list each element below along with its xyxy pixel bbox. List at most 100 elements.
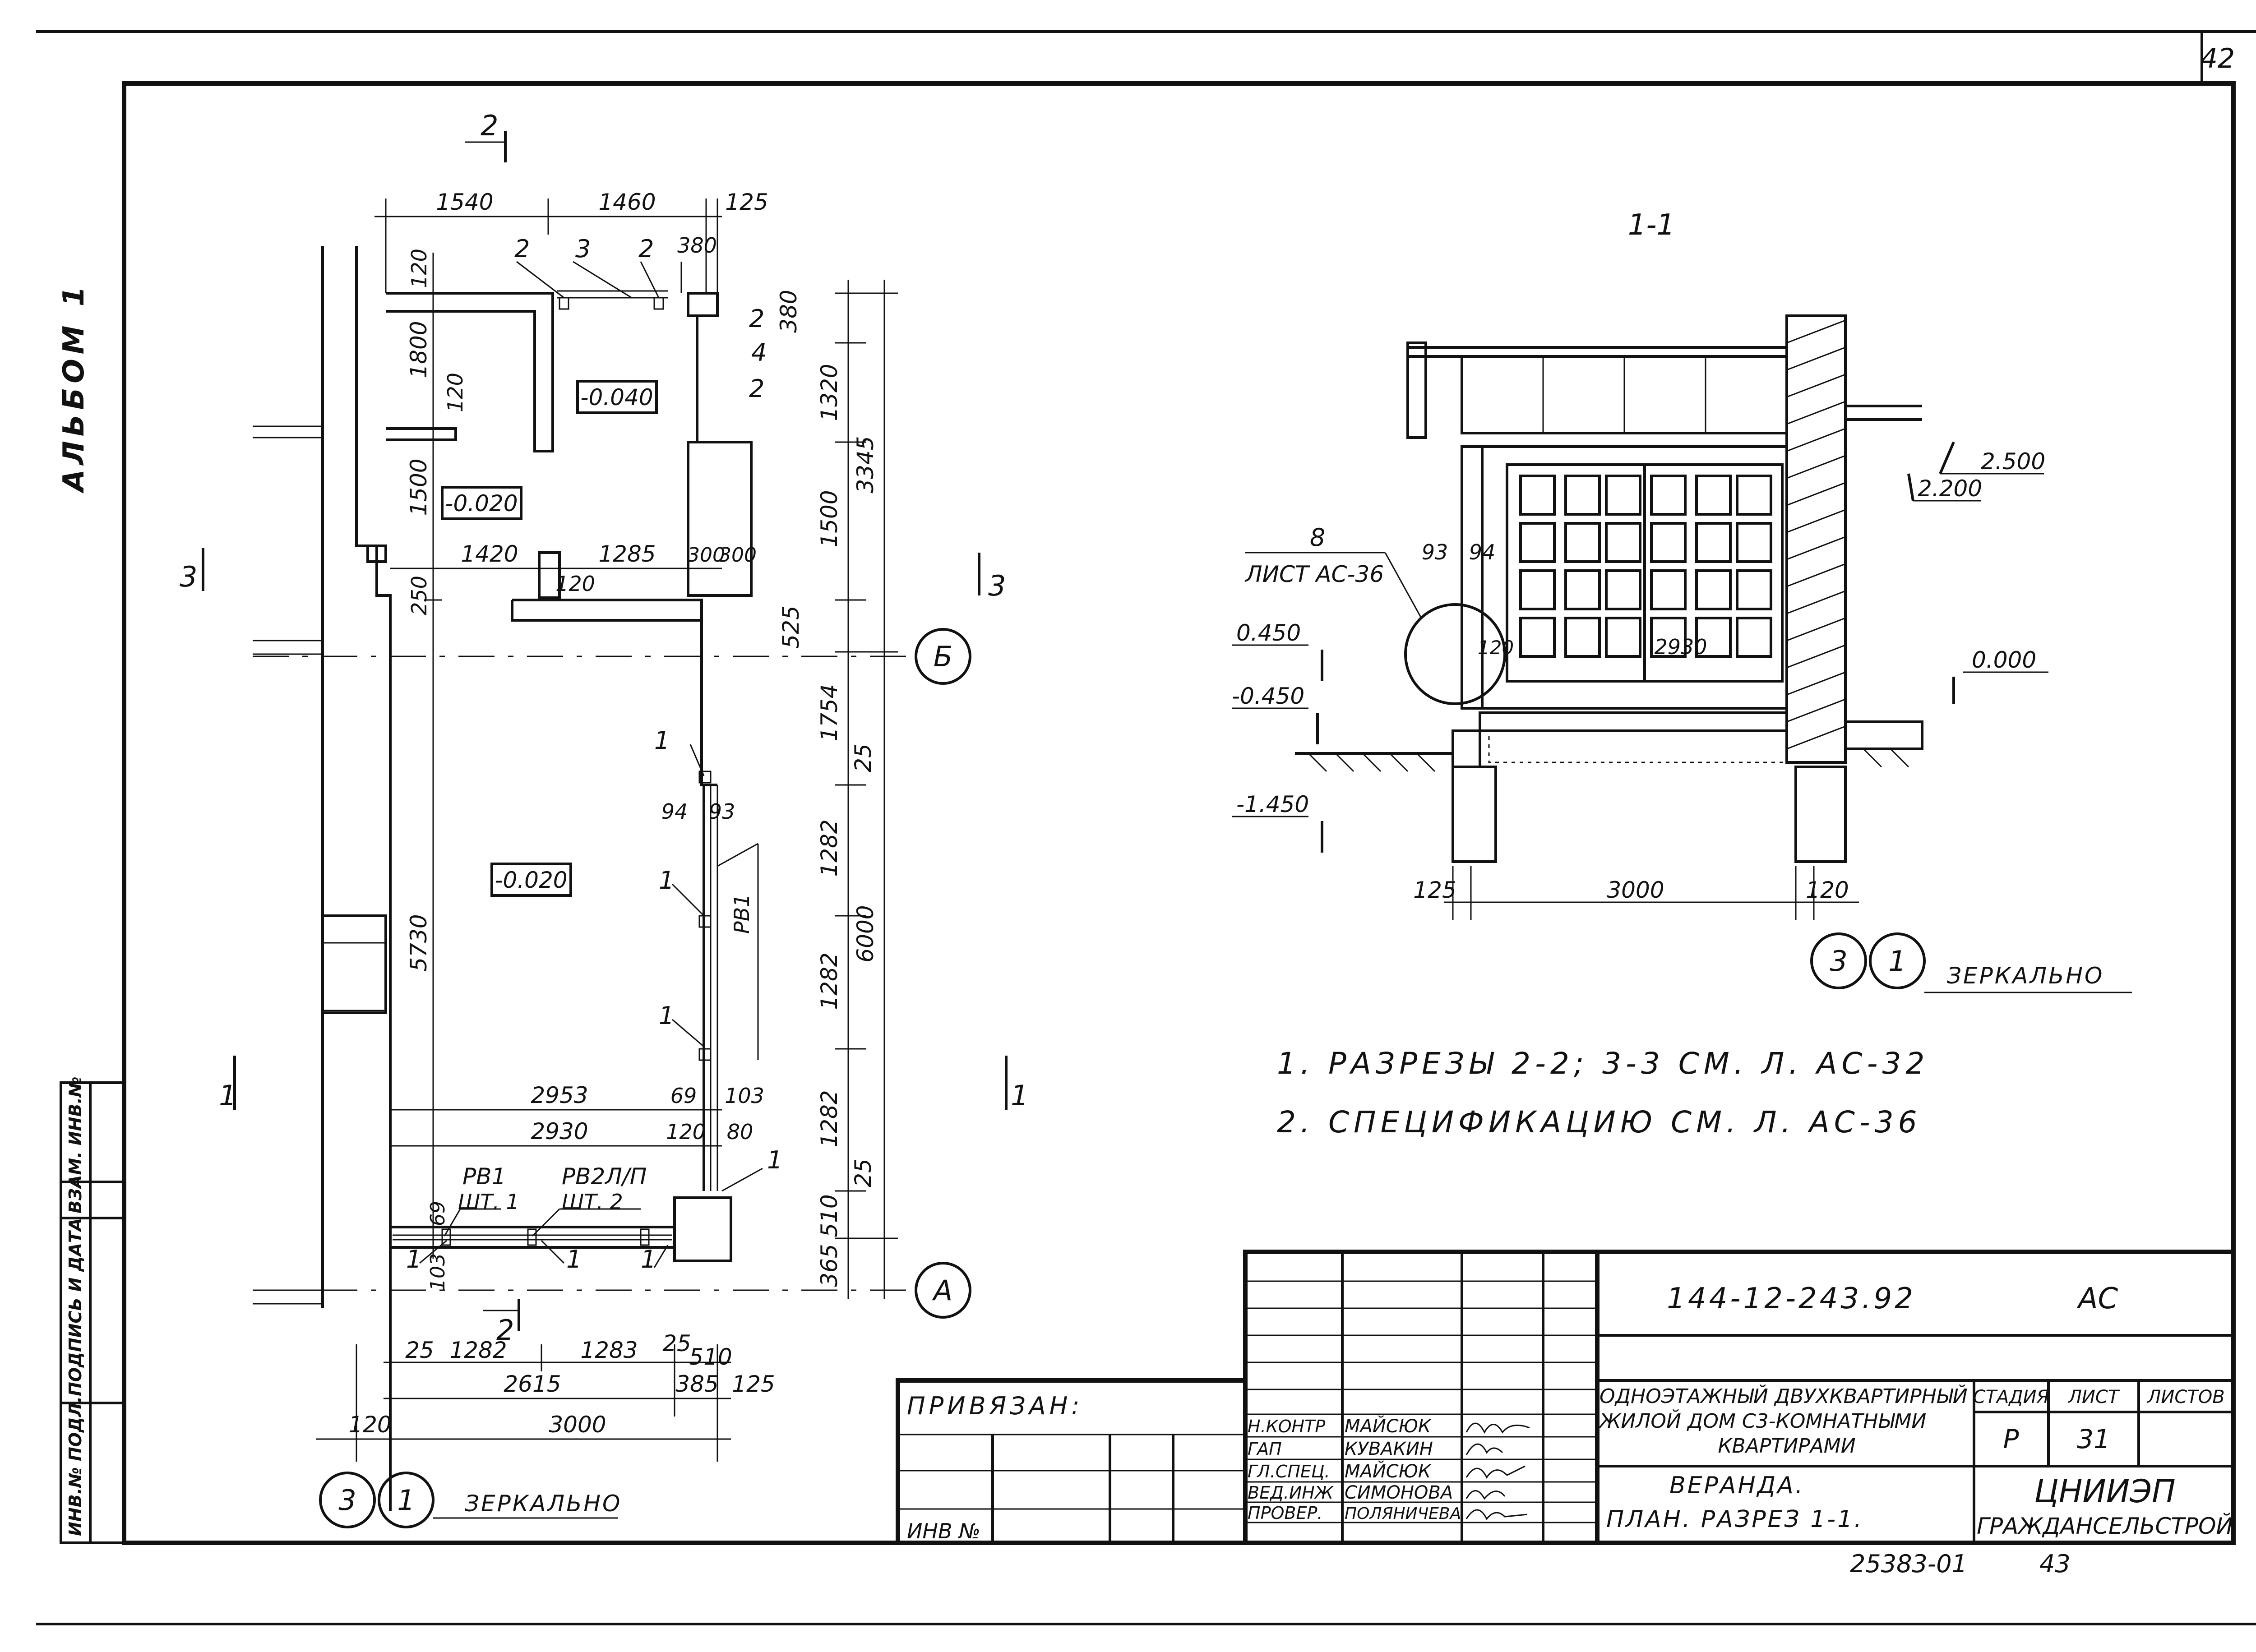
section-node-ref [1810, 932, 2132, 993]
plan-node-b: 1 [397, 1484, 415, 1517]
level-2: -0.020 [445, 490, 518, 517]
dim-int-1285: 1285 [598, 541, 656, 567]
section-body [1295, 314, 1923, 863]
sec-dim-94: 94 [1469, 540, 1496, 564]
role-gap: ГАП [1248, 1439, 1282, 1459]
plan-dim-internal [390, 262, 722, 1147]
level-2200: 2.200 [1918, 475, 1982, 502]
axis-a-label: А [932, 1274, 952, 1307]
sheet-line-2: ПЛАН. РАЗРЕЗ 1-1. [1606, 1506, 1863, 1533]
sec-dim-120b: 120 [1806, 877, 1849, 903]
dim-bottom-1283: 1283 [580, 1337, 638, 1363]
dim-left-250: 250 [407, 576, 431, 615]
dim-right-1320: 1320 [816, 364, 842, 421]
dim-right-25a: 25 [850, 743, 876, 772]
window-rv1-qty: ШТ. 1 [458, 1190, 519, 1214]
dim-right-1754: 1754 [816, 684, 842, 741]
org-line-1: ЦНИИЭП [2034, 1473, 2175, 1510]
axis-b-bubble: Б [915, 628, 971, 685]
marker-1g: 1 [641, 1245, 656, 1274]
dim-top-1540: 1540 [436, 189, 493, 215]
side-stamp [60, 1081, 125, 1544]
section-node-a: 3 [1830, 945, 1847, 978]
marker-4: 4 [751, 338, 767, 367]
role-ved-inzh: ВЕД.ИНЖ [1248, 1483, 1334, 1503]
note-1: 1. РАЗРЕЗЫ 2-2; 3-3 СМ. Л. АС-32 [1277, 1046, 1929, 1081]
window-rv1-code: РВ1 [462, 1163, 506, 1190]
dim-int-103: 103 [725, 1084, 764, 1108]
dim-bottom-2615: 2615 [504, 1371, 561, 1397]
dim-left-5730: 5730 [406, 914, 432, 971]
dim-right-3345: 3345 [852, 436, 878, 493]
dim-int-300a: 300 [687, 544, 725, 567]
dim-left-69: 69 [426, 1201, 449, 1226]
name-1: МАЙСЮК [1345, 1415, 1432, 1437]
name-5: ПОЛЯНИЧЕВА [1345, 1504, 1461, 1523]
dim-left-1800: 1800 [406, 321, 432, 378]
dim-bottom-510: 510 [689, 1344, 732, 1370]
stamp-signature-date: ПОДПИСЬ И ДАТА [65, 1218, 85, 1396]
dim-top-125: 125 [725, 189, 768, 215]
section-callout-leader [1384, 552, 1422, 618]
dim-int-69: 69 [670, 1084, 697, 1108]
window-mark-rv2 [532, 1208, 641, 1237]
plan-dim-top [374, 198, 722, 293]
window-rv2-qty: ШТ. 2 [562, 1190, 623, 1214]
marker-1b: 1 [659, 866, 674, 895]
section-callout-sheet: ЛИСТ АС-36 [1244, 561, 1384, 587]
cut-mark-2-bottom: 2 [496, 1314, 514, 1347]
project-line-3: КВАРТИРАМИ [1718, 1435, 1855, 1458]
level-minus-0450: -0.450 [1232, 683, 1304, 709]
plan-axis-lines [253, 655, 911, 1291]
dim-int-94: 94 [661, 799, 688, 824]
plan-dim-left [424, 253, 442, 1259]
sheet-header: ЛИСТ [2067, 1387, 2121, 1407]
section-level-marks [1232, 441, 2048, 853]
dim-left-120a: 120 [407, 249, 431, 288]
sheets-header: ЛИСТОВ [2146, 1387, 2224, 1407]
title-block-grid [896, 1250, 2236, 1545]
cut-mark-3-left: 3 [180, 560, 197, 593]
section-node-b: 1 [1888, 945, 1906, 978]
sec-dim-3000: 3000 [1607, 877, 1664, 903]
dim-right-1282a: 1282 [816, 819, 842, 877]
dim-bottom-125: 125 [732, 1371, 775, 1397]
role-prover: ПРОВЕР. [1248, 1503, 1322, 1523]
dim-bottom-3000: 3000 [549, 1412, 606, 1438]
dim-right-525: 525 [778, 605, 804, 648]
axis-b-label: Б [934, 640, 953, 673]
sheet-value: 31 [2077, 1424, 2110, 1454]
marker-1d: 1 [767, 1146, 782, 1174]
marker-1c: 1 [659, 1001, 674, 1030]
plan-dim-right [835, 280, 898, 1299]
dim-left-120b: 120 [443, 373, 467, 412]
axis-a-bubble: А [915, 1262, 971, 1319]
marker-1e: 1 [406, 1245, 421, 1274]
window-mark-rv1 [444, 1208, 501, 1237]
dim-bottom-1282: 1282 [449, 1337, 507, 1363]
album-label: АЛЬБОМ 1 [57, 282, 91, 494]
stamp-replaced-inv: ВЗАМ. ИНВ.№ [65, 1076, 85, 1214]
doc-code: 144-12-243.92 [1667, 1282, 1916, 1315]
level-2500: 2.500 [1981, 448, 2045, 475]
cut-mark-3-right: 3 [988, 569, 1006, 602]
note-2: 2. СПЕЦИФИКАЦИЮ СМ. Л. АС-36 [1277, 1105, 1922, 1140]
role-gl-spec: ГЛ.СПЕЦ. [1248, 1462, 1330, 1481]
role-n-kontr: Н.КОНТР [1248, 1417, 1325, 1436]
level-minus-1450: -1.450 [1236, 791, 1309, 817]
footer-code: 25383-01 [1850, 1550, 1967, 1578]
marker-2a: 2 [514, 235, 530, 263]
dim-int-80: 80 [727, 1120, 754, 1144]
plan-node-a: 3 [338, 1484, 356, 1517]
dim-right-25b: 25 [850, 1158, 876, 1187]
level-0000: 0.000 [1972, 647, 2036, 673]
dim-left-103: 103 [426, 1253, 449, 1291]
stamp-inv-original: ИНВ.№ ПОДЛ. [65, 1396, 85, 1536]
dim-bottom-385: 385 [675, 1371, 718, 1397]
dim-int-120b: 120 [666, 1120, 706, 1144]
marker-1f: 1 [566, 1245, 582, 1274]
level-0450: 0.450 [1236, 620, 1301, 646]
name-3: МАЙСЮК [1345, 1460, 1432, 1482]
signatures [1465, 1422, 1530, 1520]
level-1: -0.040 [580, 384, 653, 411]
